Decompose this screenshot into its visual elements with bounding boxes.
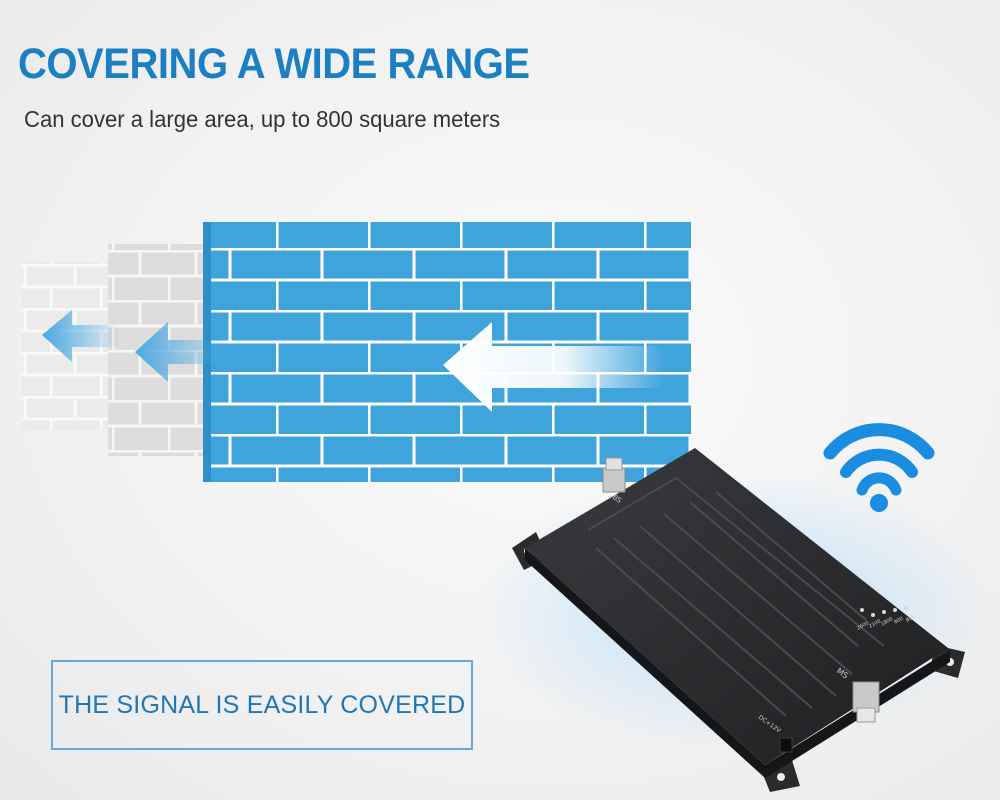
band-label-4: 800: [905, 614, 916, 624]
signal-booster-device: BS MS DC+12V 2600 2100 1800 900 800: [512, 448, 965, 792]
band-label-2: 1800: [880, 616, 894, 628]
callout-box: THE SIGNAL IS EASILY COVERED: [51, 660, 473, 750]
arrow-left-icon: [135, 322, 225, 382]
band-label-1: 2100: [868, 618, 882, 630]
subheadline: Can cover a large area, up to 800 square…: [24, 106, 501, 132]
arrow-left-icon: [443, 322, 665, 412]
headline: COVERING A WIDE RANGE: [18, 40, 530, 88]
band-label-0: 2600: [856, 620, 870, 632]
wifi-icon: [823, 423, 935, 512]
arrow-left-icon: [42, 310, 118, 362]
callout-text: THE SIGNAL IS EASILY COVERED: [58, 690, 466, 719]
band-label-3: 900: [893, 616, 904, 626]
